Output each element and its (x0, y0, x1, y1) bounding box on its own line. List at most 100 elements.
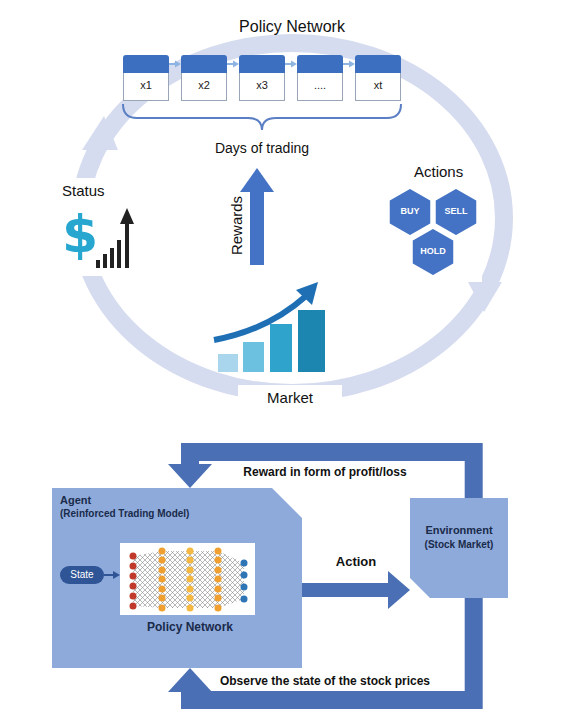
hexagon-outline (389, 188, 431, 236)
connector (169, 61, 181, 68)
agent-outline (52, 488, 302, 668)
status-icon (103, 254, 107, 268)
rewards-arrow (250, 190, 264, 265)
hexagon-outline (412, 228, 454, 276)
rewards-arrow (240, 168, 274, 192)
network-image (215, 567, 222, 574)
network-image (187, 586, 194, 593)
network-image (187, 567, 194, 574)
market-chart (296, 282, 318, 305)
network-image (133, 551, 162, 608)
arrow-head (175, 61, 181, 68)
node-text: State (60, 569, 104, 580)
market-chart (243, 342, 264, 372)
sequence-box: x2 (181, 55, 227, 101)
network-image (241, 596, 248, 603)
node-text: .... (297, 79, 343, 91)
connector-line (285, 63, 292, 65)
state-pointer (104, 574, 114, 576)
state-pointer (113, 571, 120, 579)
status-icon (120, 208, 134, 224)
node-text: Agent (60, 494, 91, 506)
connector (168, 452, 474, 498)
node-text: BUY (388, 206, 432, 216)
node-text: x2 (181, 79, 227, 91)
network-image (187, 548, 194, 555)
network-image (159, 586, 166, 593)
network-image (241, 572, 248, 579)
sequence-box: xt (355, 55, 401, 101)
connector-line (227, 63, 234, 65)
cycle-ring (82, 116, 118, 150)
label-backdrop (385, 160, 482, 282)
box-tab (123, 55, 169, 73)
state-pill: State (60, 566, 104, 584)
network-image (130, 603, 137, 610)
network-image (120, 543, 255, 615)
network-image (159, 557, 166, 564)
box-tab (355, 55, 401, 73)
agent-box: Agent(Reinforced Trading Model)Policy Ne… (52, 488, 302, 668)
node-text: HOLD (411, 246, 455, 256)
box-tab (297, 55, 343, 73)
connector-line (190, 598, 474, 700)
status-icon (117, 240, 121, 268)
network-image (190, 551, 218, 608)
connector-line (190, 452, 474, 498)
network-image (241, 560, 248, 567)
node-text: SELL (434, 206, 478, 216)
arrow-head (388, 571, 410, 609)
edge-label: Observe the state of the stock prices (190, 674, 460, 688)
network-image (159, 567, 166, 574)
connector (343, 61, 355, 68)
connector (227, 61, 239, 68)
state-pointer (104, 571, 120, 579)
network-image (159, 576, 166, 583)
network-image (215, 595, 222, 602)
network-image (218, 551, 244, 608)
connector-line (343, 63, 350, 65)
action-hexagon: BUY (388, 187, 432, 237)
network-image (130, 593, 137, 600)
node-text: Policy Network (120, 620, 260, 634)
connector (302, 571, 410, 609)
connector-line (302, 583, 389, 597)
connector (168, 598, 474, 700)
days-bracket (123, 104, 401, 130)
node-text: Environment (410, 524, 508, 536)
days-bracket (123, 104, 401, 130)
status-icon (125, 222, 129, 268)
sequence-box: x3 (239, 55, 285, 101)
environment-box: Environment(Stock Market) (410, 498, 508, 598)
sequence-box: .... (297, 55, 343, 101)
network-image (162, 551, 190, 608)
network-image (215, 576, 222, 583)
network-image (215, 605, 222, 612)
connector-line (169, 63, 176, 65)
box-tab (239, 55, 285, 73)
arrow-head (349, 61, 355, 68)
market-chart (298, 310, 325, 372)
section-label: Actions (414, 163, 463, 180)
market-chart (270, 324, 292, 372)
edge-label: Reward in form of profit/loss (190, 465, 460, 479)
section-label: Status (62, 182, 105, 199)
label-backdrop (238, 385, 342, 412)
network-image (130, 553, 137, 560)
network-image (130, 563, 137, 570)
network-image (187, 557, 194, 564)
rewards-arrow (240, 168, 274, 265)
network-image (130, 583, 137, 590)
arrow-head (168, 668, 212, 692)
action-hexagon: SELL (434, 187, 478, 237)
network-image (241, 584, 248, 591)
market-chart (214, 282, 325, 372)
dollar-symbol: $ (62, 204, 98, 264)
diagram-heading: Policy Network (192, 18, 392, 36)
network-image (187, 605, 194, 612)
connector (285, 61, 297, 68)
label-backdrop (55, 160, 482, 412)
box-tab (181, 55, 227, 73)
arrow-head (233, 61, 239, 68)
